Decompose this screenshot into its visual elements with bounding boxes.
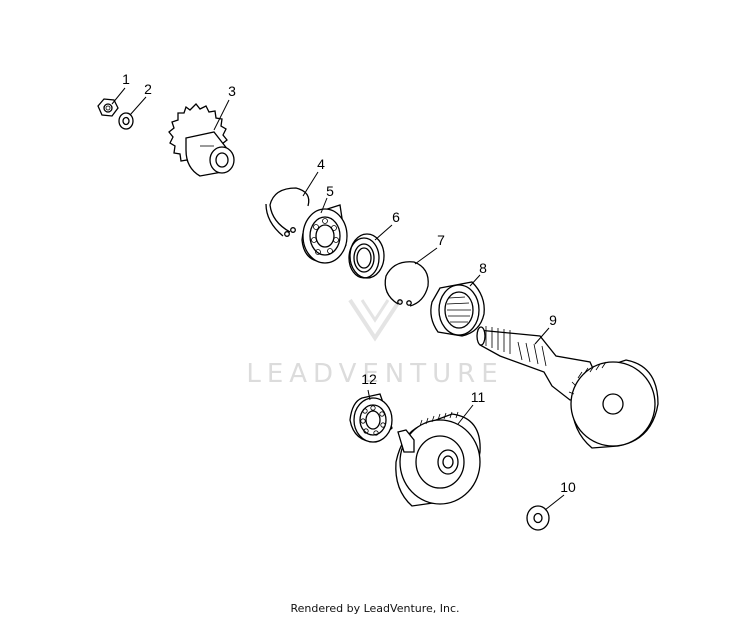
watermark-logo — [348, 298, 402, 342]
callout-7: 7 — [437, 232, 445, 248]
part-6-seal[interactable] — [348, 233, 385, 279]
part-5-ball-bearing[interactable] — [301, 204, 348, 264]
callout-labels: 1 2 3 4 5 6 7 8 9 10 11 12 — [122, 71, 576, 495]
part-4-snap-ring[interactable] — [265, 187, 310, 237]
part-7-snap-ring[interactable] — [384, 261, 429, 307]
callout-5: 5 — [326, 183, 334, 199]
callout-12: 12 — [361, 371, 377, 387]
part-1-nut[interactable] — [97, 98, 119, 117]
callout-3: 3 — [228, 83, 236, 99]
part-12-ball-bearing[interactable] — [349, 393, 393, 443]
part-3-sprocket[interactable] — [168, 103, 235, 177]
callout-11: 11 — [471, 389, 486, 405]
callout-10: 10 — [560, 479, 576, 495]
callout-9: 9 — [549, 312, 557, 328]
leader-lines — [111, 87, 565, 511]
footer-credit: Rendered by LeadVenture, Inc. — [290, 602, 460, 615]
watermark-text: LEADVENTURE — [246, 359, 503, 389]
part-10-washer[interactable] — [526, 505, 550, 531]
callout-6: 6 — [392, 209, 400, 225]
part-8-needle-bearing[interactable] — [430, 281, 485, 337]
callout-8: 8 — [479, 260, 487, 276]
part-9-shaft-gear[interactable] — [476, 326, 659, 449]
callout-4: 4 — [317, 156, 325, 172]
part-11-gear[interactable] — [395, 411, 481, 507]
callout-1: 1 — [122, 71, 130, 87]
part-2-washer[interactable] — [118, 112, 134, 130]
callout-2: 2 — [144, 81, 152, 97]
